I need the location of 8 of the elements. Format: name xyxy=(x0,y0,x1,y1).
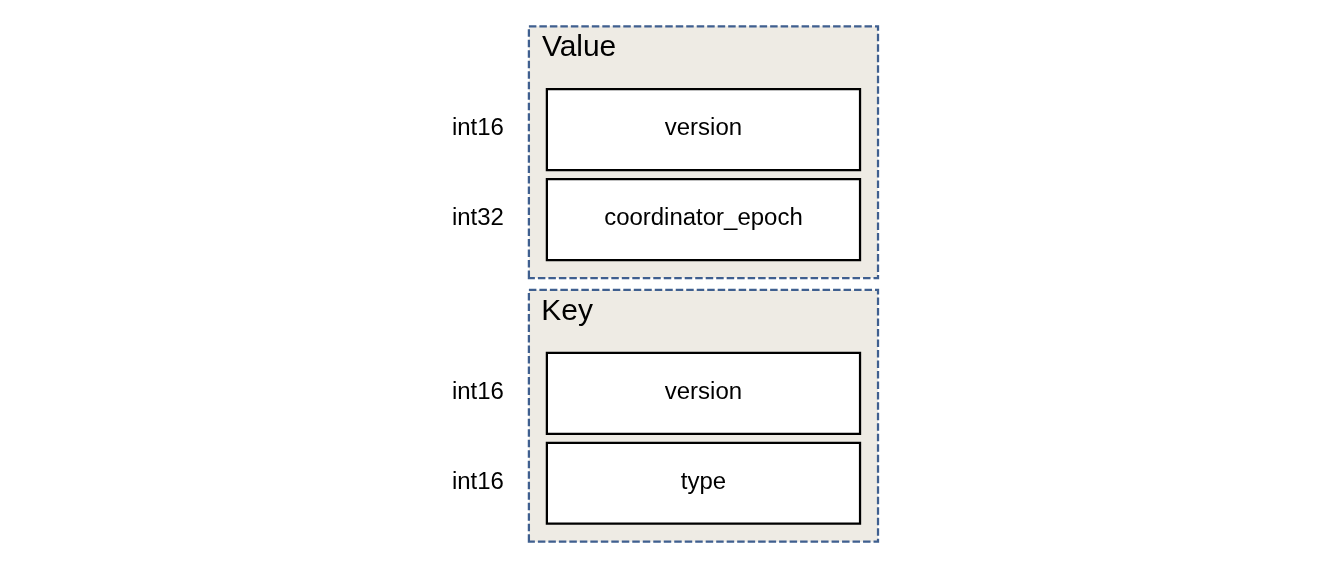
node-label: int16 xyxy=(451,377,504,405)
node-box: coordinator_epoch xyxy=(545,178,861,262)
node-box: version xyxy=(545,88,861,172)
node-label: int16 xyxy=(451,113,504,141)
node-label: int16 xyxy=(451,466,504,494)
node-label: int32 xyxy=(451,203,504,231)
node-box: version xyxy=(545,351,861,435)
node-box: type xyxy=(545,441,861,525)
